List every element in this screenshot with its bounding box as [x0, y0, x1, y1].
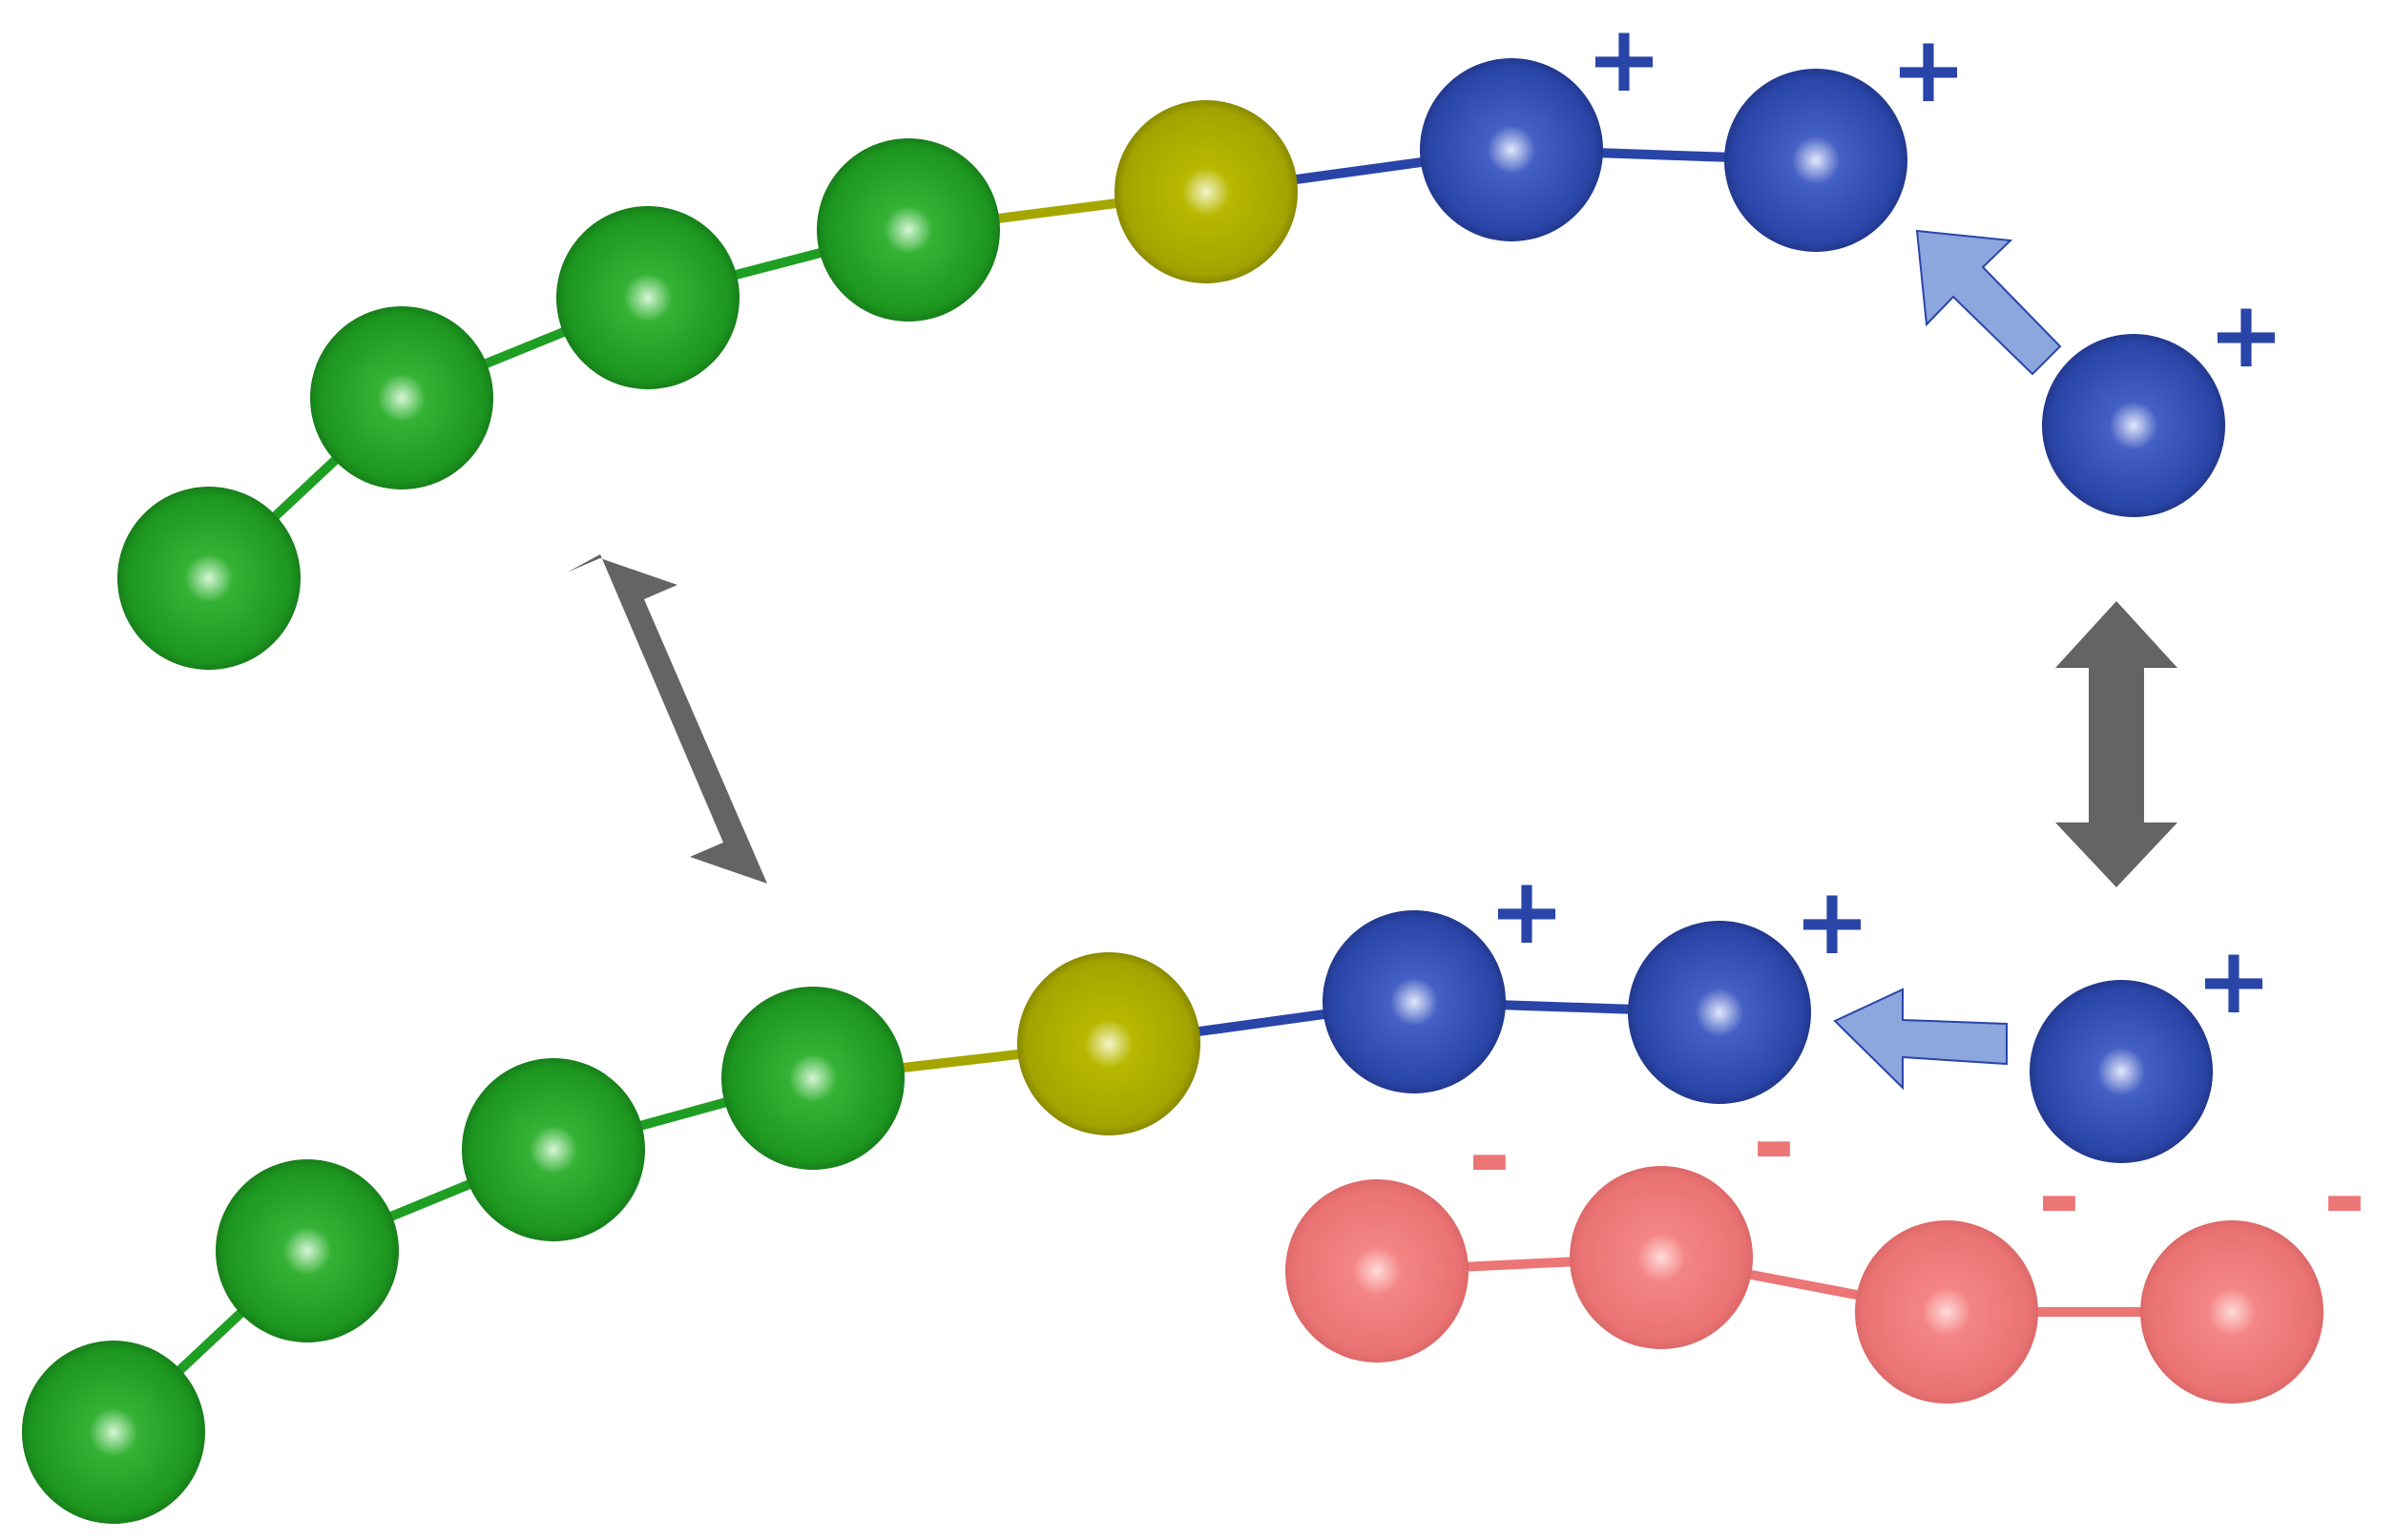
bottom-bead-blue [1628, 921, 1811, 1104]
bottom-charge-plus: + [1489, 858, 1565, 965]
counter-bead-red [2140, 1220, 2323, 1404]
left-double-arrow [567, 554, 767, 884]
right-double-arrow [2055, 601, 2177, 887]
top-charge-plus: + [1890, 16, 1967, 123]
top-attach-arrow [1915, 229, 2062, 376]
bottom-bead-green [462, 1058, 645, 1241]
top-bead-olive [1115, 100, 1298, 283]
counter-bead-red [1855, 1220, 2038, 1404]
bottom-bead-blue [1323, 910, 1506, 1093]
top-free-charge-plus: + [2208, 281, 2284, 388]
counter-bead-red [1285, 1179, 1469, 1363]
counter-charge-minus: - [2037, 1136, 2081, 1259]
top-bead-green [310, 306, 493, 489]
bottom-bead-green [216, 1159, 399, 1342]
bottom-free-charge-plus: + [2196, 927, 2272, 1034]
bottom-bead-olive [1017, 952, 1200, 1135]
counter-bead-red [1570, 1166, 1753, 1349]
top-bead-blue [1724, 69, 1907, 252]
top-bead-green [117, 487, 301, 670]
top-bead-green [817, 138, 1000, 322]
beads [22, 58, 2323, 1524]
top-free-bead [2042, 334, 2225, 517]
bottom-bead-green [22, 1341, 205, 1524]
counter-charge-minus: - [1468, 1095, 1511, 1217]
counter-charge-minus: - [2323, 1136, 2366, 1259]
charge-signs: ++++++---- [1468, 6, 2366, 1259]
bottom-charge-plus: + [1794, 868, 1870, 975]
top-charge-plus: + [1586, 6, 1662, 113]
bottom-free-bead [2030, 980, 2213, 1163]
bottom-bead-green [721, 987, 905, 1170]
bottom-attach-arrow [1833, 988, 2008, 1091]
top-bead-blue [1420, 58, 1603, 241]
top-bead-green [556, 206, 740, 389]
counter-charge-minus: - [1752, 1082, 1796, 1204]
